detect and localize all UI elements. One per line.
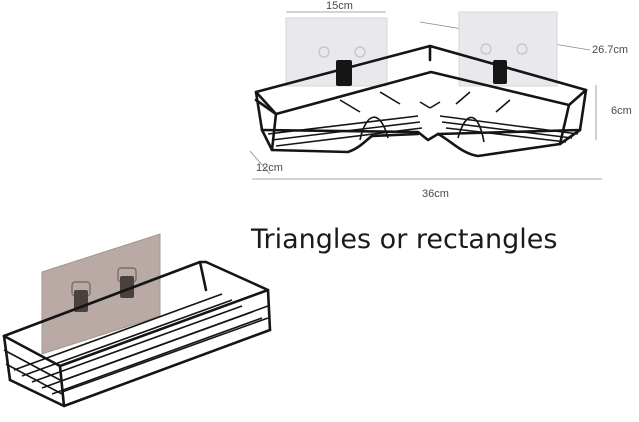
corner-rack-frame (254, 44, 588, 158)
hook-icon (336, 60, 352, 86)
dimension-label-width-top: 15cm (326, 0, 353, 12)
suction-pad-right (458, 11, 558, 87)
rectangular-rack-frame (2, 260, 272, 408)
hook-icon (120, 276, 134, 298)
shape-options-caption: Triangles or rectangles (251, 224, 558, 255)
suction-pad-left (285, 17, 388, 87)
dimension-label-height: 6cm (611, 105, 632, 117)
rectangular-rack-floor (3, 293, 269, 395)
rectangular-rack-illustration (2, 233, 272, 408)
dimension-lines (249, 11, 602, 180)
suction-pad-rect (41, 233, 161, 355)
dimension-label-depth-right: 26.7cm (592, 44, 629, 56)
corner-rack-illustration (249, 11, 602, 180)
dimension-label-total-width: 36cm (422, 188, 449, 200)
corner-rack-floor (267, 91, 579, 147)
dimension-label-depth-left: 12cm (256, 162, 283, 174)
